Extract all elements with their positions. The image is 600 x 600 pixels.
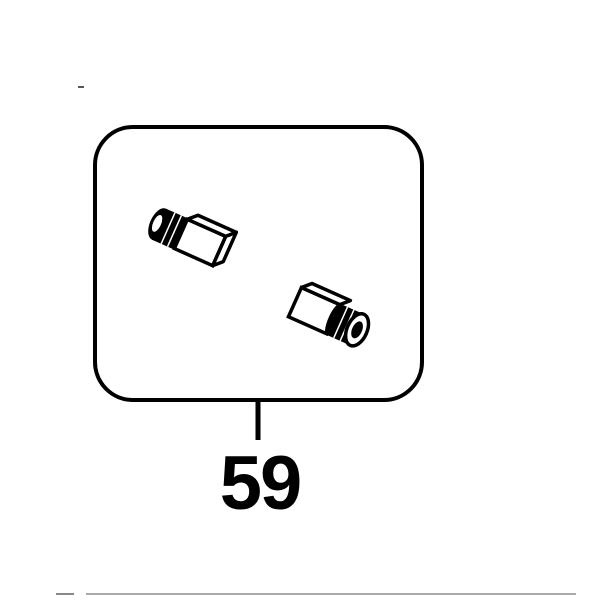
parts-box bbox=[93, 125, 424, 402]
carbon-brush-icon bbox=[148, 208, 239, 268]
carbon-brush-icon bbox=[286, 281, 371, 348]
scan-mark-bottom-right bbox=[86, 593, 576, 595]
scan-mark-bottom-left bbox=[56, 593, 74, 595]
scan-mark bbox=[78, 86, 84, 88]
part-number-label: 59 bbox=[219, 441, 303, 526]
